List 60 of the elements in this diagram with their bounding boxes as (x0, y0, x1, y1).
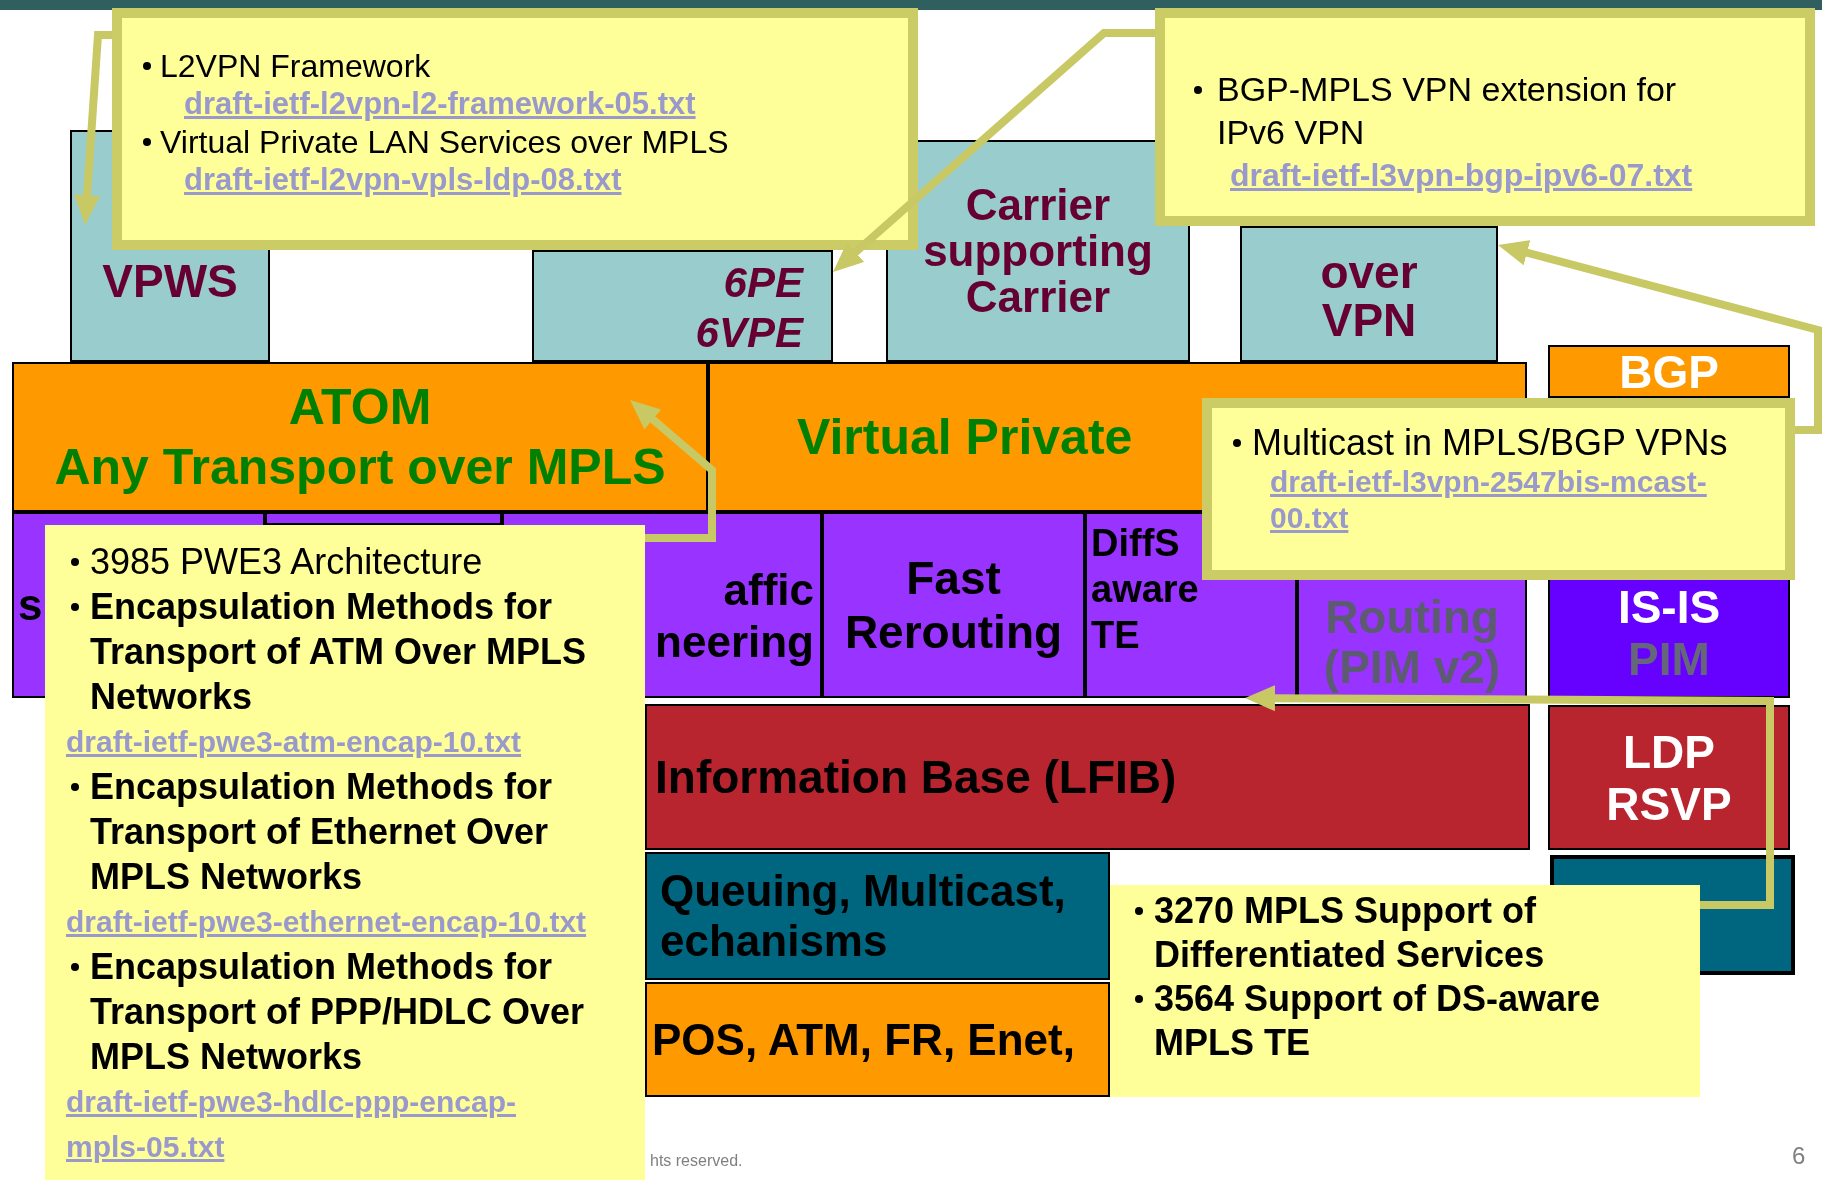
layer-label: DiffS aware TE (1091, 521, 1199, 658)
layer-label: PIM (1628, 632, 1710, 685)
document-link: draft-ietf-l3vpn-2547bis-mcast-00.txt (1270, 464, 1708, 536)
layer-cell (645, 852, 1110, 980)
layer-cell (532, 250, 833, 362)
layer-label: IS-IS (1617, 580, 1721, 633)
layer-cell (12, 362, 708, 512)
callout-tooltip (1110, 885, 1700, 1097)
layer-label: ATOM (288, 378, 432, 437)
bullet-text: Multicast in MPLS/BGP VPNs (1252, 422, 1728, 464)
layer-cell (1548, 345, 1790, 398)
callout-tooltip (112, 8, 918, 250)
bullet-text: Encapsulation Methods for Transport of ATM Over MPLS Networks (90, 585, 588, 719)
bullet-text: 3985 PWE3 Architecture (90, 540, 484, 584)
layer-cell (822, 512, 1085, 698)
layer-label: Queuing, Multicast, (660, 866, 1066, 916)
document-link: draft-ietf-pwe3-atm-encap-10.txt (66, 724, 523, 760)
layer-label: Routing (PIM v2) (1322, 592, 1502, 692)
footer-text: hts reserved. (650, 1151, 743, 1171)
callout-arrow (74, 31, 112, 225)
document-link: draft-ietf-l2vpn-l2-framework-05.txt (184, 85, 697, 123)
layer-label: s (18, 580, 43, 630)
page-number: 6 (1792, 1141, 1806, 1171)
layer-label: echanisms (660, 916, 888, 966)
callout-arrow (1498, 240, 1822, 434)
layer-label: VPWS (102, 255, 238, 307)
layer-label: Any Transport over MPLS (54, 438, 666, 497)
document-link: draft-ietf-l3vpn-bgp-ipv6-07.txt (1230, 156, 1694, 195)
layer-label: 6PE 6VPE (694, 258, 803, 358)
layer-label: Virtual Private (797, 408, 1133, 467)
document-link: draft-ietf-pwe3-hdlc-ppp-encap-mpls-05.txt (66, 1084, 517, 1165)
bullet-text: Virtual Private LAN Services over MPLS (160, 123, 729, 161)
layer-cell (645, 982, 1110, 1097)
layer-label: neering (655, 616, 814, 668)
callout-tooltip (1202, 398, 1795, 580)
layer-label: affic (723, 564, 814, 616)
layer-label: POS, ATM, FR, Enet, (652, 1014, 1075, 1065)
bullet-text: L2VPN Framework (160, 47, 431, 85)
document-link: draft-ietf-pwe3-ethernet-encap-10.txt (66, 904, 588, 940)
callout-arrow (833, 29, 1155, 272)
bullet-text: 3270 MPLS Support of Differentiated Services (1154, 889, 1546, 977)
callout-arrow (630, 400, 716, 542)
layer-label: over VPN (1319, 248, 1419, 344)
layer-cell (1240, 226, 1498, 362)
document-link: draft-ietf-l2vpn-vpls-ldp-08.txt (184, 161, 623, 199)
bullet-text: BGP-MPLS VPN extension for IPv6 VPN (1217, 69, 1678, 153)
callout-arrow (1245, 685, 1774, 909)
layer-cell (645, 704, 1530, 850)
callout-tooltip (45, 525, 645, 1180)
bullet-text: Encapsulation Methods for Transport of PPP/HDLC Over MPLS Networks (90, 945, 586, 1079)
layer-label: Information Base (LFIB) (655, 750, 1177, 804)
bullet-text: Encapsulation Methods for Transport of Ethernet Over MPLS Networks (90, 765, 554, 899)
layer-cell (1548, 705, 1790, 850)
layer-cell (265, 512, 502, 525)
layer-label: BGP (1619, 349, 1719, 395)
layer-label: Carrier supporting Carrier (922, 182, 1154, 320)
layer-label: LDP RSVP (1605, 725, 1733, 830)
bullet-text: 3564 Support of DS-aware MPLS TE (1154, 977, 1602, 1065)
layer-label: Fast Rerouting (843, 551, 1064, 659)
callout-tooltip (1155, 8, 1815, 226)
